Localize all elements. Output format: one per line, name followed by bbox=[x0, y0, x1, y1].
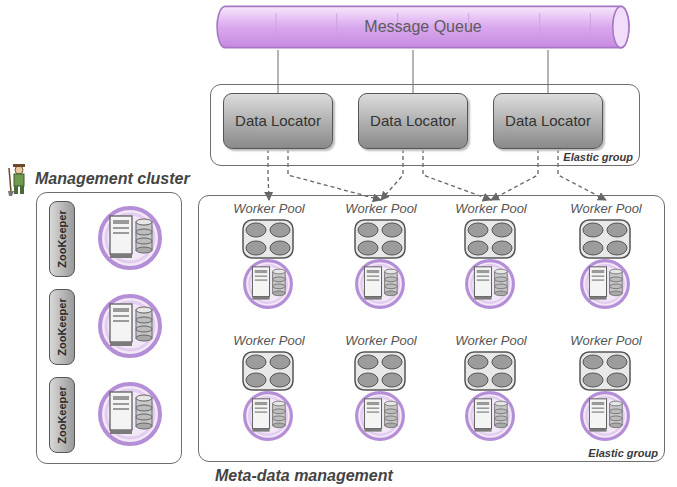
locator-arrow bbox=[491, 149, 538, 200]
node-label: Data Locator bbox=[505, 112, 591, 130]
node-label: Worker Pool bbox=[331, 333, 431, 348]
zookeeper-tag: ZooKeeper bbox=[49, 201, 75, 277]
worker-pool: Worker Pool bbox=[331, 201, 431, 309]
node-label: Data Locator bbox=[235, 112, 321, 130]
queue-link bbox=[412, 50, 413, 93]
node-label: Worker Pool bbox=[556, 201, 656, 216]
data-locator-box: Data Locator bbox=[223, 93, 333, 149]
message-queue: Message Queue bbox=[215, 4, 631, 50]
worker-pool: Worker Pool bbox=[331, 333, 431, 441]
node-label: Worker Pool bbox=[219, 333, 319, 348]
locator-arrow bbox=[423, 149, 491, 200]
data-locator-box: Data Locator bbox=[358, 93, 468, 149]
zookeeper-tag: ZooKeeper bbox=[49, 377, 75, 453]
elastic-group-box: Elastic group Data Locator Data Locator Dat… bbox=[210, 84, 640, 166]
queue-link bbox=[547, 50, 548, 93]
metadata-management-box: Meta-data managementElastic groupWorker … bbox=[198, 195, 665, 462]
node-label: Message Queue bbox=[215, 4, 631, 50]
zookeeper-tag: ZooKeeper bbox=[49, 289, 75, 365]
worker-pool: Worker Pool bbox=[441, 201, 541, 309]
gardener-icon bbox=[8, 164, 25, 196]
node-label: Worker Pool bbox=[441, 201, 541, 216]
worker-pool: Worker Pool bbox=[556, 201, 656, 309]
worker-pool-icons bbox=[243, 220, 630, 439]
data-locator-box: Data Locator bbox=[493, 93, 603, 149]
node-label: Worker Pool bbox=[219, 201, 319, 216]
node-label: Worker Pool bbox=[331, 201, 431, 216]
management-cluster-box: Management clusterZooKeeperZooKeeperZooK… bbox=[36, 192, 182, 464]
locator-arrow bbox=[268, 149, 269, 200]
worker-pool: Worker Pool bbox=[219, 201, 319, 309]
node-label: ZooKeeper bbox=[56, 298, 68, 355]
node-label: Worker Pool bbox=[441, 333, 541, 348]
group-tag: Elastic group bbox=[561, 151, 635, 163]
worker-pool: Worker Pool bbox=[219, 333, 319, 441]
zookeeper-servers bbox=[100, 208, 160, 444]
locator-arrow bbox=[381, 149, 403, 200]
queue-link bbox=[277, 50, 278, 93]
node-label: ZooKeeper bbox=[56, 210, 68, 267]
locator-arrow bbox=[288, 149, 381, 200]
worker-pool: Worker Pool bbox=[441, 333, 541, 441]
group-heading: Management cluster bbox=[35, 170, 190, 188]
node-label: Data Locator bbox=[370, 112, 456, 130]
node-label: Worker Pool bbox=[556, 333, 656, 348]
node-label: ZooKeeper bbox=[56, 386, 68, 443]
worker-pool: Worker Pool bbox=[556, 333, 656, 441]
group-tag: Elastic group bbox=[586, 447, 660, 459]
group-heading: Meta-data management bbox=[215, 467, 393, 485]
